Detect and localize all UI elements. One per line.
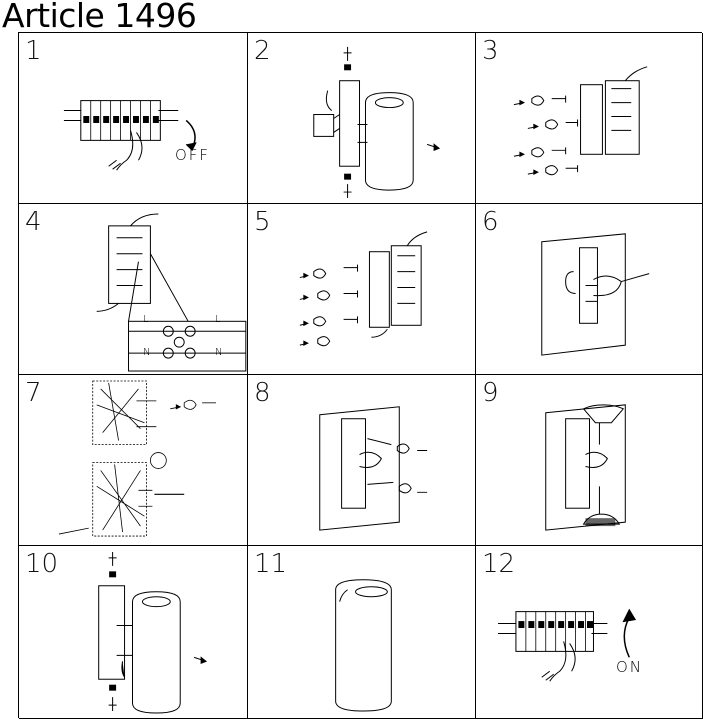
step-number: 10	[25, 549, 59, 579]
terminal-label-n-right: N	[215, 347, 225, 358]
step-number: 9	[482, 378, 499, 408]
step-number: 1	[25, 36, 42, 66]
terminal-label-n-left: N	[143, 347, 153, 358]
wiring-terminal-illustration	[19, 204, 247, 374]
instruction-grid: 1 OFF	[18, 32, 703, 719]
step-number: 11	[254, 549, 288, 579]
drill-wall-illustration	[19, 375, 247, 545]
step-2-panel: 2	[248, 33, 476, 204]
wall-mounted-plate-illustration	[476, 204, 702, 374]
off-label: OFF	[175, 146, 211, 164]
step-10-panel: 10	[19, 546, 248, 719]
step-number: 6	[482, 207, 499, 237]
terminal-label-l-right: L	[215, 314, 223, 325]
on-label: ON	[616, 658, 644, 676]
step-7-panel: 7	[19, 375, 248, 546]
breaker-off-illustration	[19, 33, 247, 203]
breaker-on-illustration	[476, 546, 702, 718]
step-number: 7	[25, 378, 42, 408]
step-6-panel: 6	[476, 204, 703, 375]
screws-and-plugs-illustration	[476, 33, 702, 203]
fix-to-wall-illustration	[248, 375, 475, 545]
step-8-panel: 8	[248, 375, 476, 546]
disassemble-luminaire-illustration	[248, 33, 475, 203]
step-11-panel: 11	[248, 546, 476, 719]
reassemble-luminaire-illustration	[19, 546, 247, 718]
step-4-panel: 4 L N L N	[19, 204, 248, 375]
step-5-panel: 5	[248, 204, 476, 375]
step-number: 4	[25, 207, 42, 237]
step-number: 12	[482, 549, 516, 579]
step-number: 8	[254, 378, 271, 408]
finished-luminaire-illustration	[248, 546, 475, 718]
step-number: 5	[254, 207, 271, 237]
step-3-panel: 3	[476, 33, 703, 204]
step-number: 3	[482, 36, 499, 66]
mount-back-plate-illustration	[248, 204, 475, 374]
terminal-label-l-left: L	[143, 314, 151, 325]
step-12-panel: 12 ON	[476, 546, 703, 719]
step-number: 2	[254, 36, 271, 66]
step-9-panel: 9	[476, 375, 703, 546]
insert-bulbs-illustration	[476, 375, 702, 545]
document-title: Article 1496	[2, 0, 197, 35]
step-1-panel: 1 OFF	[19, 33, 248, 204]
